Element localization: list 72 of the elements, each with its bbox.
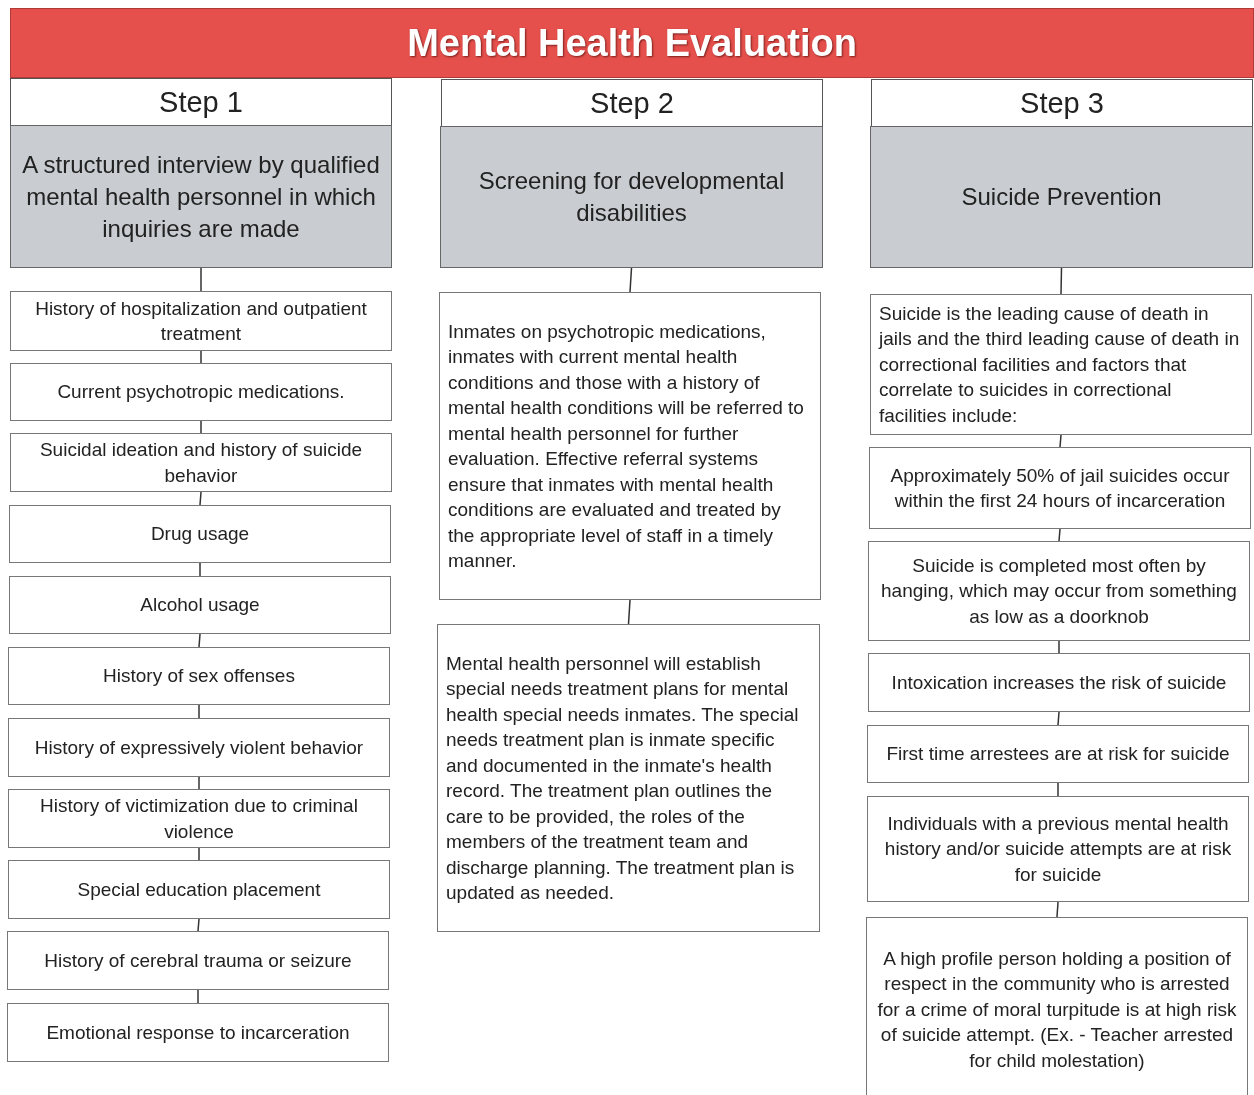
connector-line xyxy=(197,918,200,932)
connector-line xyxy=(1060,267,1063,295)
connector-line xyxy=(1056,901,1059,918)
step-header xyxy=(871,79,1253,127)
stage-box xyxy=(870,126,1253,268)
box-text: First time arrestees are at risk for suicide xyxy=(886,742,1230,767)
info-box xyxy=(8,718,390,777)
box-text: A high profile person holding a position of respect in the community who is arrested for a crime of moral turpitude is at high risk of suicide attempt. (Ex. - Teacher arrested for child molestation) xyxy=(876,946,1238,1073)
box-text: Special education placement xyxy=(77,877,321,902)
box-text: History of hospitalization and outpatient treatment xyxy=(34,296,368,346)
box-text: History of expressively violent behavior xyxy=(34,735,364,760)
connector-line xyxy=(1057,711,1060,726)
box-text: Suicide is completed most often by hanging, which may occur from something as low as a doorknob xyxy=(880,553,1238,629)
info-box xyxy=(10,291,392,351)
info-box xyxy=(10,433,392,492)
info-box xyxy=(7,1003,389,1062)
connector-line xyxy=(627,599,631,625)
info-box xyxy=(867,725,1249,783)
box-text: Suicide is the leading cause of death in jails and the third leading cause of death in correctional facilities and factors that correlate to suicides in correctional facilities include: xyxy=(879,301,1241,428)
box-text: Step 1 xyxy=(159,85,243,119)
box-text: Mental health personnel will establish special needs treatment plans for mental health special needs inmates. The special needs treatment plan is inmate specific and documented in the inmate's health record. The treatment plan outlines the care to be provided, the roles of the members of the treatment team and discharge planning. The treatment plan is updated as needed. xyxy=(446,651,800,905)
box-text: Screening for developmental disabilities xyxy=(477,166,786,228)
box-text: Individuals with a previous mental health history and/or suicide attempts are at risk for suicide xyxy=(883,811,1233,887)
info-box xyxy=(8,647,390,705)
box-text: History of victimization due to criminal violence xyxy=(39,794,359,844)
info-box xyxy=(868,653,1250,712)
connector-line xyxy=(199,491,202,506)
box-text: Suicide Prevention xyxy=(961,182,1162,212)
connector-line xyxy=(1057,782,1059,797)
connector-line xyxy=(1059,434,1062,448)
box-text: Step 2 xyxy=(590,86,674,120)
info-box xyxy=(9,576,391,634)
step-header xyxy=(441,79,823,127)
box-text: Inmates on psychotropic medications, inmates with current mental health conditions and those with a history of mental health conditions will be referred to mental health personnel for further evaluation. Effective referral systems ensure that inmates with mental health conditions are evaluated and treated by the appropriate level of staff in a timely manner. xyxy=(448,319,805,573)
info-box xyxy=(868,541,1250,641)
box-text: Step 3 xyxy=(1020,86,1104,120)
info-box xyxy=(8,860,390,919)
box-text: Approximately 50% of jail suicides occur within the first 24 hours of incarceration xyxy=(889,463,1231,513)
stage-box xyxy=(10,125,392,268)
connector-line xyxy=(1058,640,1060,654)
connector-line xyxy=(200,420,202,434)
box-text: Current psychotropic medications. xyxy=(57,380,345,405)
connector-line xyxy=(1058,528,1061,542)
connector-line xyxy=(198,633,201,648)
title: Mental Health Evaluation xyxy=(407,21,857,65)
connector-line xyxy=(200,267,202,292)
connector-line xyxy=(198,847,200,861)
connector-line xyxy=(197,989,199,1004)
box-text: History of sex offenses xyxy=(103,664,295,689)
box-text: A structured interview by qualified mental health personnel in which inquiries are made xyxy=(21,149,381,244)
box-text: Emotional response to incarceration xyxy=(46,1020,350,1045)
step-header xyxy=(10,78,392,126)
info-box xyxy=(869,447,1251,529)
box-text: Intoxication increases the risk of suicide xyxy=(891,670,1227,695)
connector-line xyxy=(198,704,200,719)
info-box xyxy=(7,931,389,990)
info-box xyxy=(8,789,390,848)
info-box xyxy=(439,292,821,600)
info-box xyxy=(10,363,392,421)
box-text: Suicidal ideation and history of suicide behavior xyxy=(38,438,364,488)
box-text: Alcohol usage xyxy=(140,593,260,618)
connector-line xyxy=(629,267,633,293)
info-box xyxy=(866,917,1248,1095)
box-text: Drug usage xyxy=(150,522,250,547)
box-text: History of cerebral trauma or seizure xyxy=(44,948,352,973)
connector-line xyxy=(199,562,201,577)
info-box xyxy=(9,505,391,563)
info-box xyxy=(867,796,1249,902)
info-box xyxy=(437,624,820,932)
connector-line xyxy=(200,350,202,364)
stage-box xyxy=(440,126,823,268)
connector-line xyxy=(198,776,200,790)
